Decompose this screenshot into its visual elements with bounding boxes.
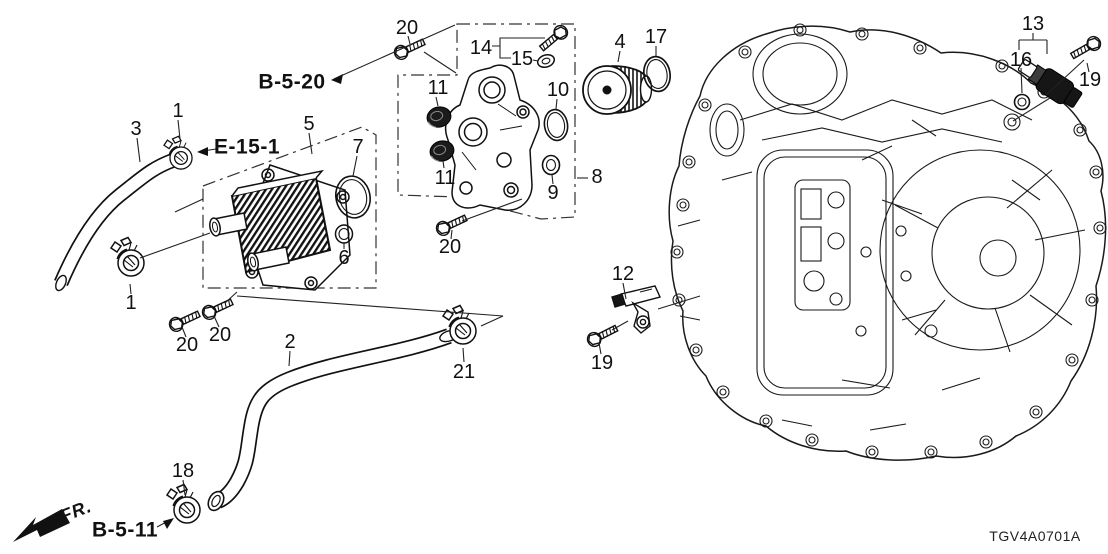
leader-arrowheads (163, 74, 343, 529)
callout-20-left-a[interactable]: 20 (175, 334, 199, 356)
sensor-12-drawing (611, 285, 661, 334)
callout-20-bottom[interactable]: 20 (438, 236, 462, 258)
leader-lines (129, 24, 1090, 528)
cooler-pipe-stub-lower (247, 246, 290, 272)
bolt-20-left-a (166, 306, 203, 335)
callout-19-lower[interactable]: 19 (590, 352, 614, 374)
o-ring-7-drawing (335, 175, 371, 219)
oil-cooler-drawing (209, 164, 351, 291)
callout-11-upper[interactable]: 11 (427, 77, 449, 99)
fr-arrow-icon (13, 509, 70, 542)
washer-15-drawing (536, 53, 556, 69)
callout-17[interactable]: 17 (644, 26, 668, 48)
ref-b-5-20[interactable]: B-5-20 (258, 70, 326, 94)
callout-12[interactable]: 12 (611, 263, 635, 285)
callout-4[interactable]: 4 (614, 31, 626, 53)
sensor-13-drawing (1017, 59, 1083, 108)
ref-e-15-1[interactable]: E-15-1 (213, 135, 281, 159)
callout-15[interactable]: 15 (510, 48, 534, 70)
hose-3-drawing (54, 152, 177, 292)
transmission-housing-drawing (668, 23, 1107, 461)
filter-4-drawing (582, 65, 653, 115)
o-ring-9-drawing (541, 154, 561, 176)
callout-5[interactable]: 5 (303, 113, 315, 135)
callout-1-lower[interactable]: 1 (125, 292, 137, 314)
hose-clamp-18 (165, 483, 202, 525)
cooler-pipe-stub-upper (209, 212, 248, 237)
callout-9[interactable]: 9 (547, 182, 559, 204)
callout-20-left-b[interactable]: 20 (208, 324, 232, 346)
callout-20-top[interactable]: 20 (395, 17, 419, 39)
o-ring-16-drawing (1013, 93, 1031, 111)
adapter-plate-drawing (444, 64, 540, 211)
ref-b-5-11[interactable]: B-5-11 (91, 518, 159, 542)
callout-13[interactable]: 13 (1021, 13, 1045, 35)
callout-2[interactable]: 2 (284, 331, 296, 353)
hose-clamp-1-lower (109, 236, 146, 278)
callout-19-upper[interactable]: 19 (1078, 69, 1102, 91)
bolt-19-upper (1068, 33, 1104, 63)
callout-16[interactable]: 16 (1009, 49, 1033, 71)
callout-7[interactable]: 7 (352, 136, 364, 158)
callout-1-upper[interactable]: 1 (172, 100, 184, 122)
o-ring-17-drawing (642, 55, 672, 93)
o-ring-10-drawing (543, 108, 569, 142)
bolt-19-lower (584, 321, 621, 350)
housing-bolt-bosses (670, 23, 1107, 459)
hose-2-drawing (207, 328, 459, 512)
plate-assembly-box (397, 23, 576, 220)
oil-cooler-assembly-box (202, 126, 377, 289)
callout-8[interactable]: 8 (591, 166, 603, 188)
callout-21[interactable]: 21 (452, 361, 476, 383)
callout-18[interactable]: 18 (171, 460, 195, 482)
callout-10[interactable]: 10 (546, 79, 570, 101)
drawing-code: TGV4A0701A (989, 528, 1081, 544)
callout-3[interactable]: 3 (130, 118, 142, 140)
callout-6[interactable]: 6 (338, 247, 350, 269)
callout-11-lower[interactable]: 11 (434, 167, 456, 189)
callout-14[interactable]: 14 (469, 37, 493, 59)
